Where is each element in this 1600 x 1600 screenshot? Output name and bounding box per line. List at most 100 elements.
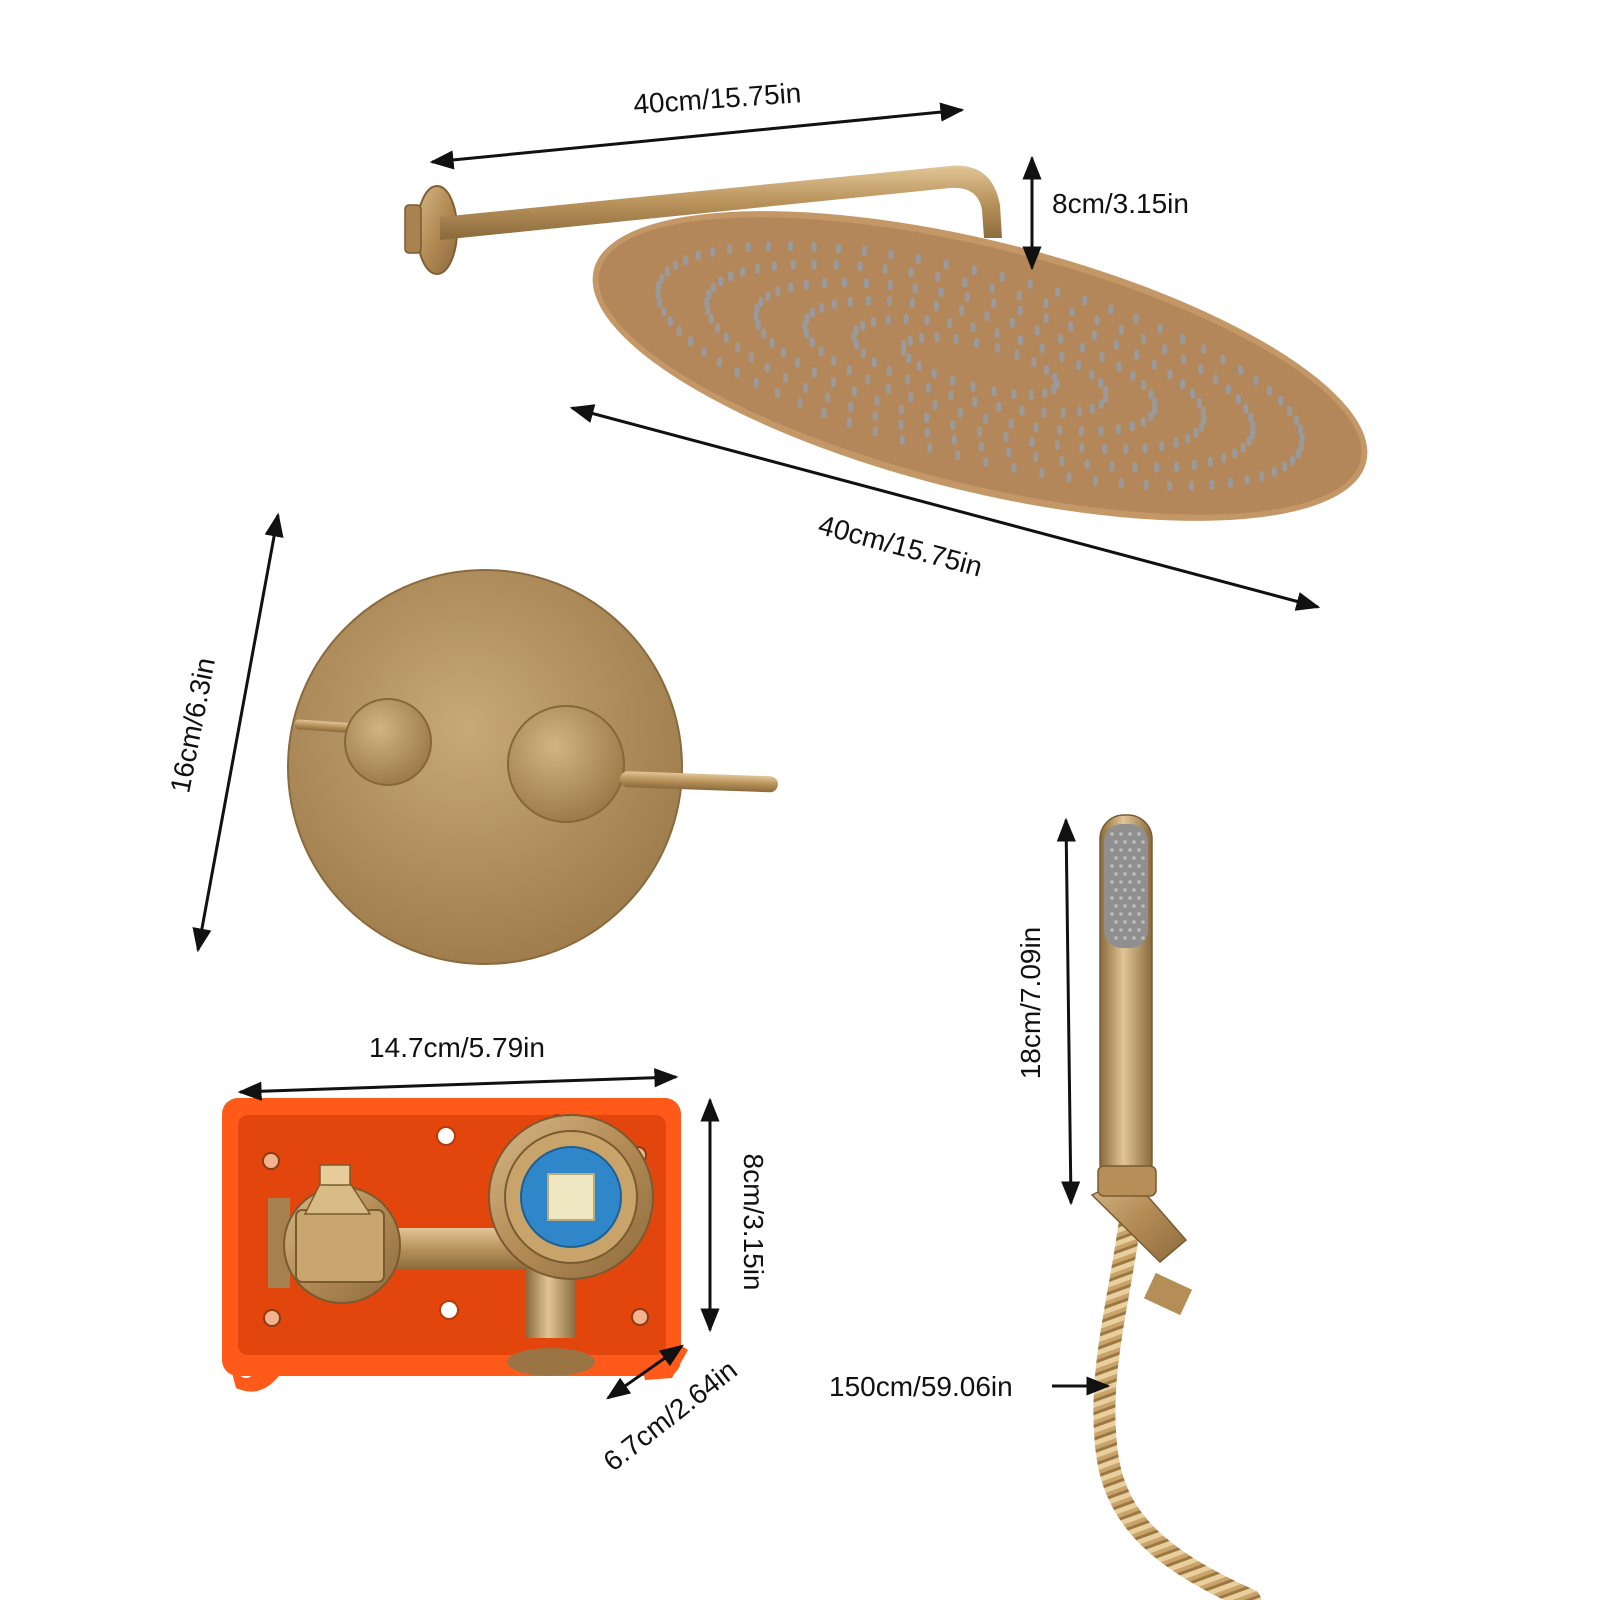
nozzle bbox=[974, 337, 979, 348]
nozzle bbox=[1141, 380, 1147, 391]
nozzle bbox=[774, 388, 780, 399]
nozzle bbox=[886, 296, 892, 307]
spray-hole bbox=[1123, 904, 1127, 908]
dimension-arrows bbox=[192, 102, 1321, 1400]
nozzle bbox=[874, 395, 880, 406]
nozzle bbox=[1033, 452, 1039, 463]
nozzle bbox=[983, 413, 989, 424]
nozzle bbox=[688, 336, 694, 347]
nozzle bbox=[1151, 359, 1157, 370]
nozzle bbox=[735, 342, 741, 353]
nozzle bbox=[788, 282, 794, 293]
nozzle bbox=[1134, 349, 1139, 360]
nozzle bbox=[979, 441, 984, 452]
nozzle bbox=[1243, 403, 1249, 414]
hose-length-label: 150cm/59.06in bbox=[829, 1371, 1013, 1402]
spray-hole bbox=[1137, 912, 1141, 916]
nozzle bbox=[771, 261, 777, 272]
nozzle bbox=[676, 326, 682, 337]
nozzle bbox=[924, 315, 930, 326]
nozzle bbox=[857, 261, 863, 272]
spray-hole bbox=[1119, 880, 1123, 884]
nozzle bbox=[1123, 444, 1129, 455]
nozzle bbox=[1039, 468, 1045, 478]
nozzle bbox=[1055, 440, 1060, 451]
nozzle bbox=[1199, 421, 1205, 432]
nozzle bbox=[781, 347, 786, 358]
nozzle bbox=[977, 426, 982, 437]
nozzle bbox=[1225, 384, 1231, 395]
nozzle bbox=[951, 434, 957, 445]
spray-hole bbox=[1110, 832, 1114, 836]
nozzle bbox=[924, 412, 930, 423]
nozzle bbox=[1113, 340, 1119, 350]
nozzle bbox=[925, 383, 931, 393]
nozzle bbox=[853, 325, 859, 336]
nozzle bbox=[761, 328, 767, 339]
nozzle bbox=[1044, 365, 1050, 375]
hand-shower-length-label: 18cm/7.09in bbox=[1015, 927, 1046, 1080]
arm-drop-label: 8cm/3.15in bbox=[1052, 188, 1189, 219]
spray-hole bbox=[1137, 880, 1141, 884]
nozzle bbox=[1115, 424, 1121, 435]
nozzle bbox=[1029, 436, 1035, 447]
nozzle bbox=[1148, 411, 1154, 422]
nozzle bbox=[710, 282, 716, 293]
spray-hole bbox=[1132, 872, 1136, 876]
nozzle bbox=[924, 427, 930, 438]
nozzle bbox=[887, 280, 893, 291]
nozzle bbox=[1157, 323, 1163, 334]
nozzle bbox=[1039, 343, 1045, 354]
nozzle bbox=[886, 366, 892, 376]
box-depth-arrow bbox=[606, 1344, 684, 1400]
nozzle bbox=[1235, 394, 1241, 405]
spray-hole bbox=[1128, 864, 1132, 868]
nozzle bbox=[753, 311, 759, 322]
nozzle bbox=[1253, 375, 1259, 386]
nozzle bbox=[1011, 462, 1017, 473]
box-width-arrow bbox=[237, 1068, 679, 1101]
nozzle bbox=[1248, 412, 1254, 423]
nozzle bbox=[766, 241, 771, 252]
nozzle bbox=[718, 276, 724, 287]
nozzle bbox=[764, 362, 770, 373]
nozzle bbox=[946, 318, 952, 329]
nozzle bbox=[833, 259, 839, 270]
nozzle bbox=[1129, 421, 1135, 432]
nozzle bbox=[842, 277, 847, 288]
nozzle bbox=[959, 305, 964, 316]
nozzle bbox=[1008, 418, 1014, 429]
spray-hole bbox=[1137, 832, 1141, 836]
nozzle bbox=[1185, 433, 1190, 444]
nozzle bbox=[1043, 298, 1049, 309]
nozzle bbox=[1011, 389, 1017, 400]
nozzle bbox=[672, 260, 678, 271]
nozzle bbox=[1103, 393, 1109, 403]
plate-diameter-label: 16cm/6.3in bbox=[164, 655, 221, 795]
nozzle bbox=[950, 375, 956, 386]
nozzle bbox=[1142, 443, 1148, 454]
nozzle bbox=[655, 289, 661, 299]
nozzle bbox=[865, 374, 870, 385]
nozzle bbox=[1181, 354, 1187, 365]
nozzle bbox=[882, 264, 888, 275]
spray-hole bbox=[1114, 856, 1118, 860]
nozzle bbox=[871, 316, 876, 327]
nozzle bbox=[934, 332, 940, 343]
nozzle bbox=[728, 271, 733, 282]
spray-hole bbox=[1141, 936, 1145, 940]
nozzle bbox=[1057, 425, 1062, 435]
spray-hole bbox=[1110, 928, 1114, 932]
spray-hole bbox=[1119, 928, 1123, 932]
nozzle bbox=[1010, 317, 1015, 328]
nozzle bbox=[851, 386, 857, 397]
nozzle bbox=[661, 306, 667, 317]
nozzle bbox=[1180, 379, 1185, 390]
nozzle bbox=[1043, 313, 1049, 324]
nozzle bbox=[938, 287, 944, 298]
head-diameter-arrow bbox=[569, 404, 1321, 611]
nozzle bbox=[1133, 314, 1139, 324]
nozzle bbox=[701, 346, 707, 357]
spray-hole bbox=[1123, 936, 1127, 940]
mixer-valve-plate-icon bbox=[287, 569, 778, 965]
